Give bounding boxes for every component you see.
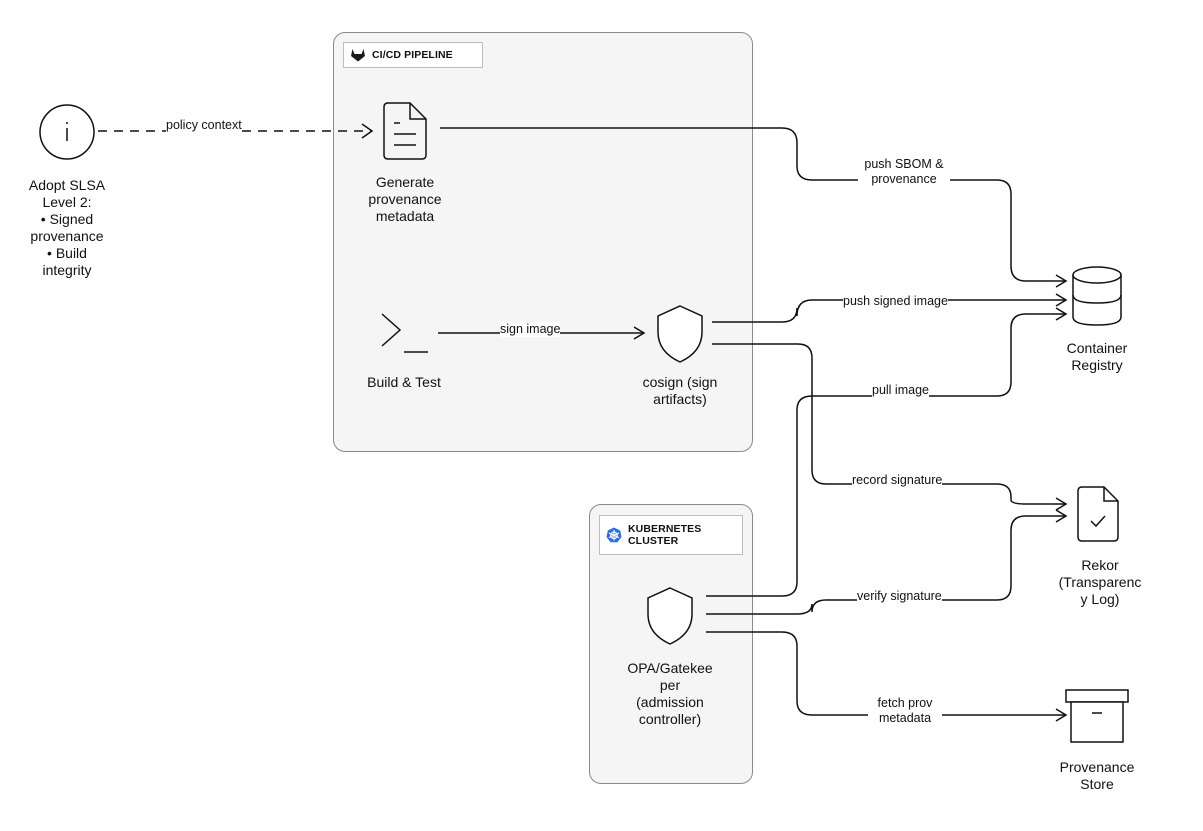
registry-node-label: Container Registry (1066, 340, 1128, 373)
cosign-node-label: cosign (sign artifacts) (642, 374, 718, 407)
archive-icon (1065, 689, 1129, 743)
database-icon (1072, 266, 1122, 326)
terminal-icon (381, 313, 428, 353)
k8s-group-tag: KUBERNETES CLUSTER (599, 515, 743, 555)
edge-label-verify-signature: verify signature (857, 589, 942, 604)
cicd-group-title: CI/CD PIPELINE (372, 49, 453, 61)
edge-label-sign-image: sign image (500, 322, 561, 337)
edge-label-push-sbom: push SBOM & provenance (858, 157, 950, 187)
provenance-store-node-label: Provenance Store (1059, 759, 1135, 792)
gitlab-icon (351, 49, 365, 62)
edge-label-policy-context: policy context (166, 118, 242, 133)
policy-node-label: Adopt SLSA Level 2: • Signed provenance … (28, 177, 106, 278)
cicd-group-tag: CI/CD PIPELINE (343, 42, 483, 68)
opa-node-label: OPA/Gatekee per (admission controller) (627, 660, 713, 727)
edge-label-fetch-prov: fetch prov metadata (868, 696, 942, 726)
build-test-node-label: Build & Test (367, 374, 441, 390)
edge-label-push-signed: push signed image (843, 294, 948, 309)
file-check-icon (1077, 486, 1119, 542)
shield-icon (657, 305, 703, 363)
edge-pull-image (706, 313, 1066, 597)
info-icon (39, 104, 95, 160)
kubernetes-icon (606, 527, 622, 543)
document-icon (383, 102, 427, 160)
edge-label-pull-image: pull image (872, 383, 929, 398)
edge-label-record-signature: record signature (852, 473, 943, 488)
shield-icon (647, 587, 693, 645)
k8s-group-title: KUBERNETES CLUSTER (628, 523, 702, 547)
provenance-meta-node-label: Generate provenance metadata (368, 174, 442, 224)
rekor-node-label: Rekor (Transparenc y Log) (1058, 557, 1142, 607)
